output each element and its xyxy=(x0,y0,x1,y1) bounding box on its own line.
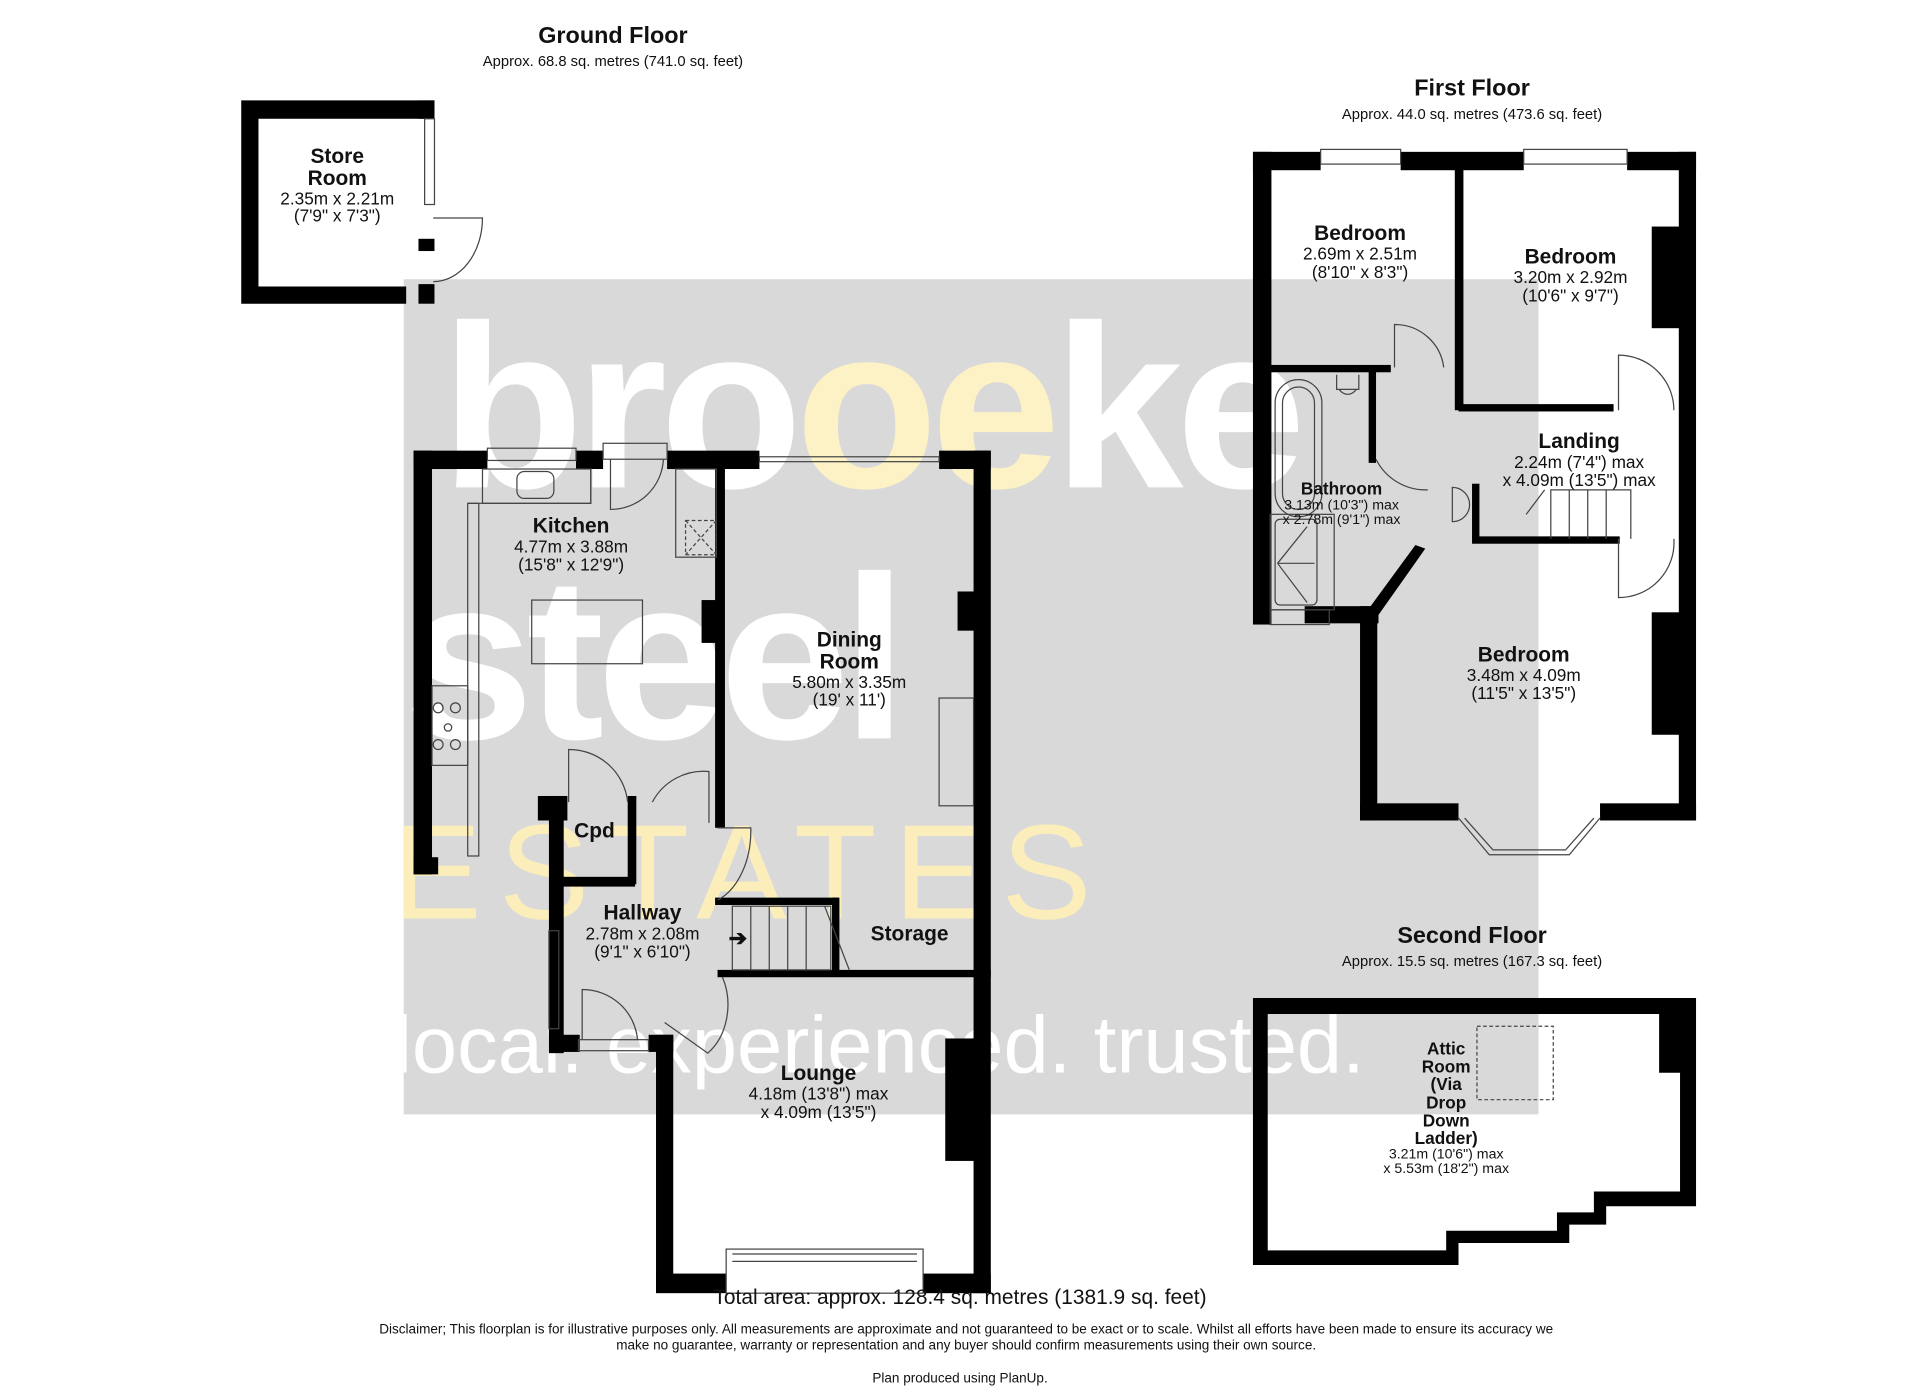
room-bedroom-2: Bedroom 3.20m x 2.92m (10'6" x 9'7") xyxy=(1513,244,1628,305)
room-hallway: Hallway 2.78m x 2.08m (9'1" x 6'10") xyxy=(585,901,700,961)
produced-by: Plan produced using PlanUp. xyxy=(872,1371,1048,1387)
room-attic: Attic Room (Via Drop Down Ladder) 3.21m … xyxy=(1383,1038,1510,1178)
fixtures xyxy=(424,118,1675,1294)
room-kitchen: Kitchen 4.77m x 3.88m (15'8" x 12'9") xyxy=(514,514,629,574)
ground-floor-area: Approx. 68.8 sq. metres (741.0 sq. feet) xyxy=(482,52,744,70)
first-floor-area: Approx. 44.0 sq. metres (473.6 sq. feet) xyxy=(1341,105,1603,123)
room-landing: Landing 2.24m (7'4") max x 4.09m (13'5")… xyxy=(1502,429,1656,490)
room-bathroom: Bathroom 3.13m (10'3") max x 2.78m (9'1"… xyxy=(1282,478,1401,528)
total-area: Total area: approx. 128.4 sq. metres (13… xyxy=(713,1285,1207,1310)
room-bedroom-1: Bedroom 2.69m x 2.51m (8'10" x 8'3") xyxy=(1303,221,1418,282)
first-floor-title: First Floor xyxy=(1414,75,1530,102)
disclaimer: Disclaimer; This floorplan is for illust… xyxy=(379,1322,1554,1354)
room-lounge: Lounge 4.18m (13'8") max x 4.09m (13'5") xyxy=(748,1061,889,1122)
second-floor-area: Approx. 15.5 sq. metres (167.3 sq. feet) xyxy=(1341,952,1603,970)
room-storage: Storage xyxy=(870,922,949,946)
room-store-room: Store Room 2.35m x 2.21m (7'9" x 7'3") xyxy=(280,144,395,226)
ground-floor-title: Ground Floor xyxy=(538,23,688,49)
second-floor-title: Second Floor xyxy=(1397,923,1547,950)
stairs-arrow-icon: ➔ xyxy=(728,925,748,951)
watermark-brand-line-2: steel xyxy=(403,529,907,789)
walls xyxy=(241,100,1697,1294)
room-bedroom-3: Bedroom 3.48m x 4.09m (11'5" x 13'5") xyxy=(1466,642,1581,703)
room-cpd: Cpd xyxy=(574,819,615,843)
room-dining-room: Dining Room 5.80m x 3.35m (19' x 11') xyxy=(792,628,907,710)
